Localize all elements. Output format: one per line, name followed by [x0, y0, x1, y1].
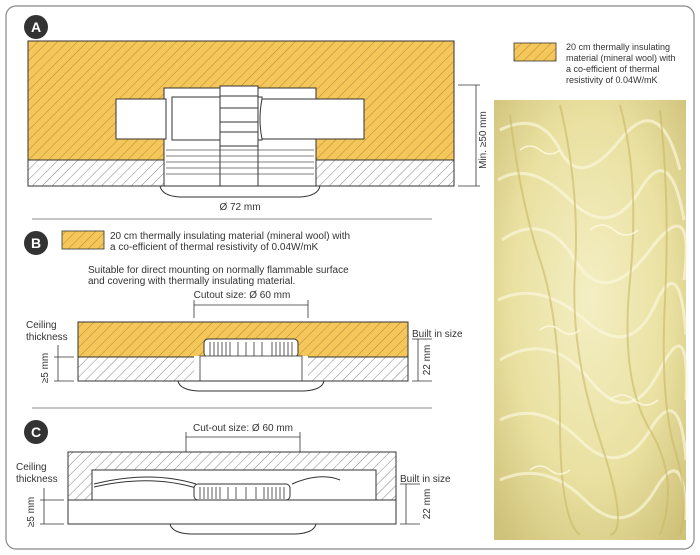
- legend-text-b-1: 20 cm thermally insulating material (min…: [110, 231, 350, 242]
- section-b: B 20 cm thermally insulating material (m…: [24, 230, 463, 392]
- bezel-a: [159, 185, 321, 198]
- ceiling-label-c-1: Ceiling: [16, 462, 47, 473]
- section-c: C Cut-out size: Ø 60 mm Ceiling thicknes…: [16, 420, 451, 535]
- badge-a-label: A: [31, 19, 41, 35]
- badge-c-label: C: [31, 424, 41, 440]
- ceiling-label-c-2: thickness: [16, 474, 58, 485]
- mineral-wool-photo: [494, 100, 688, 540]
- center-rings-a: [219, 85, 259, 187]
- cutout-label-b: Cutout size: Ø 60 mm: [194, 290, 291, 301]
- badge-b-label: B: [31, 235, 41, 251]
- built-in-value-c: 22 mm: [422, 489, 433, 520]
- ceiling-label-b-2: thickness: [26, 332, 68, 343]
- legend-text-a-4: resistivity of 0.04W/mK: [566, 75, 658, 85]
- badge-b: [24, 231, 48, 255]
- built-in-value-b: 22 mm: [422, 345, 433, 376]
- fixture-c: [193, 483, 291, 501]
- legend-text-a-3: a co-efficient of thermal: [566, 64, 659, 74]
- legend-text-b-2: a co-efficient of thermal resistivity of…: [110, 242, 319, 253]
- bezel-c: [169, 523, 317, 535]
- min-thickness-b: ≥5 mm: [40, 353, 51, 384]
- min-thickness-c: ≥5 mm: [26, 497, 37, 528]
- built-in-label-c: Built in size: [400, 474, 451, 485]
- legend-text-a-2: material (mineral wool) with: [566, 53, 676, 63]
- right-clip-a: [259, 98, 365, 140]
- diameter-label-a: Ø 72 mm: [219, 202, 260, 213]
- bezel-b: [177, 380, 325, 392]
- badge-a: [24, 15, 48, 39]
- left-clip-a: [115, 98, 167, 140]
- note-text-b-2: and covering with thermally insulating m…: [88, 276, 295, 287]
- built-in-label-b: Built in size: [412, 329, 463, 340]
- legend-swatch-a: [513, 42, 557, 62]
- legend-swatch-b: [61, 230, 105, 250]
- badge-c: [24, 420, 48, 444]
- note-text-b-1: Suitable for direct mounting on normally…: [88, 265, 349, 276]
- ceiling-label-b-1: Ceiling: [26, 320, 57, 331]
- min-dimension-label-a: Min. ≥50 mm: [478, 111, 489, 169]
- legend-text-a-1: 20 cm thermally insulating: [566, 42, 670, 52]
- ceiling-board-c: [67, 499, 397, 525]
- section-a: A Ø 72 mm Min. ≥50 mm 20 cm: [24, 15, 676, 213]
- cutout-label-c: Cut-out size: Ø 60 mm: [193, 423, 293, 434]
